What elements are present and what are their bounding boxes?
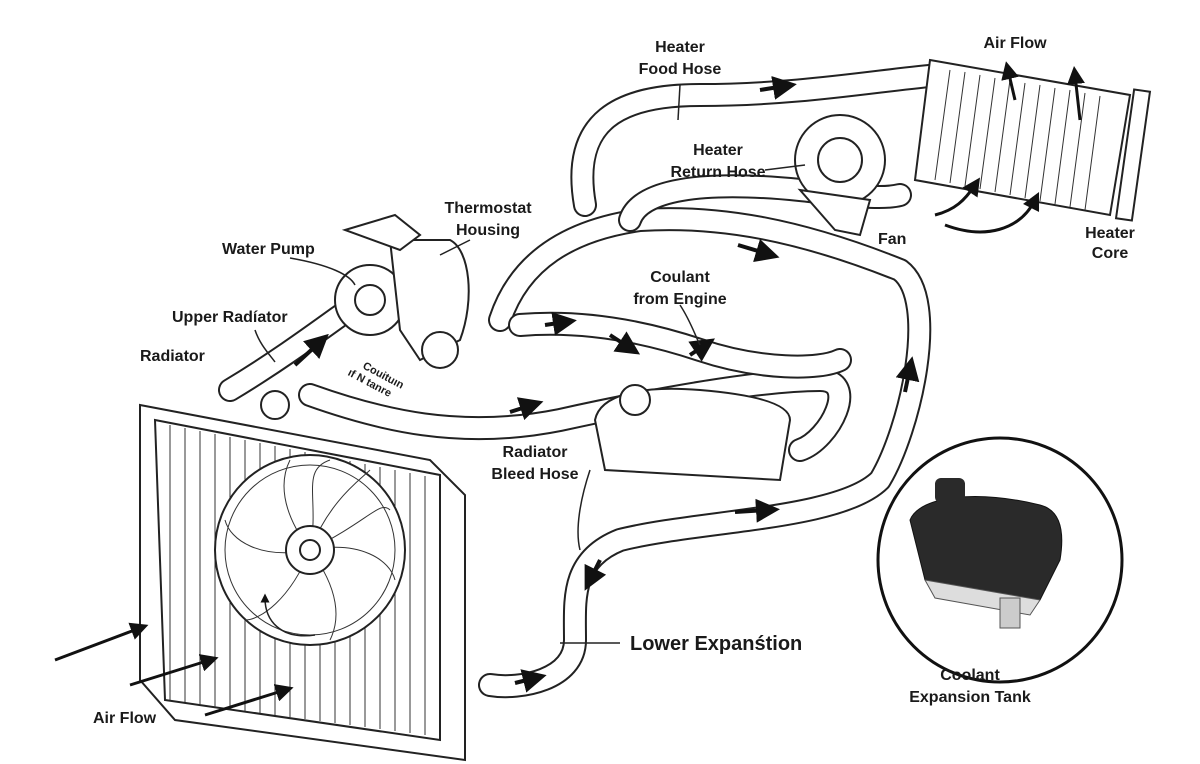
tank-cap-icon <box>935 478 965 503</box>
flow-arrows <box>54 61 1085 717</box>
label-upper-radiator: Upper Radíator <box>172 309 288 326</box>
heater-fan <box>794 114 886 237</box>
heater-core <box>913 58 1152 222</box>
radiator-cap <box>260 390 290 420</box>
expansion-tank <box>593 384 792 482</box>
label-radiator: Radiator <box>140 348 205 365</box>
label-water-pump: Water Pump <box>222 241 315 258</box>
radiator-fan <box>214 454 406 646</box>
label-air-flow-top: Air Flow <box>983 35 1047 52</box>
label-fan: Fan <box>878 231 906 248</box>
label-lower-expansion: Lower Expanśtion <box>630 633 802 655</box>
label-air-flow-bottom: Air Flow <box>93 710 157 727</box>
water-pump-assembly <box>334 213 470 369</box>
coolant-expansion-tank-inset <box>876 436 1124 684</box>
leader-lines <box>254 84 806 644</box>
hoses <box>218 63 952 699</box>
label-garbled: Couituınıf N tanre <box>346 355 406 403</box>
